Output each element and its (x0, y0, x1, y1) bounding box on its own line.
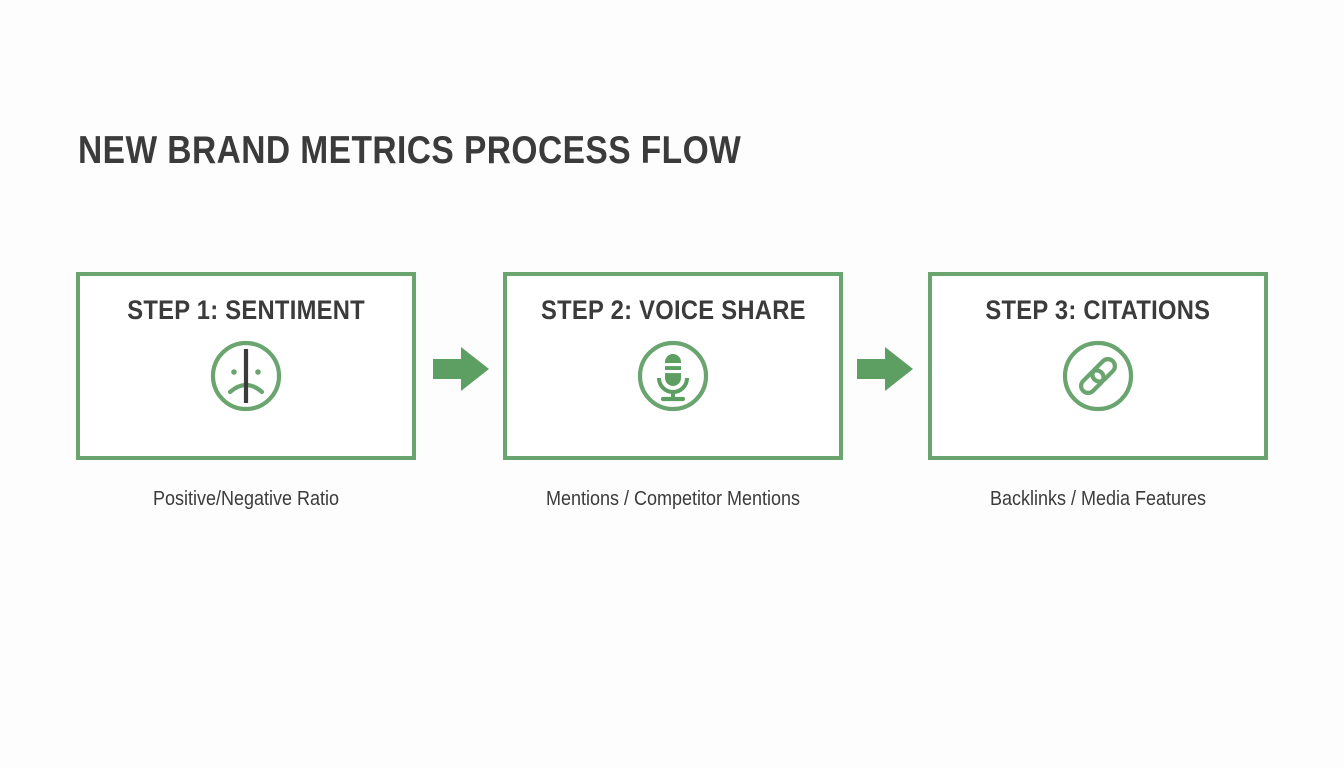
step-card-voice-share[interactable]: STEP 2: VOICE SHARE (503, 272, 843, 460)
microphone-icon (637, 340, 709, 411)
flow-step-2: STEP 2: VOICE SHARE Mentions / Competito… (503, 272, 843, 513)
step-heading: STEP 1: SENTIMENT (127, 295, 365, 325)
step-caption: Backlinks / Media Features (989, 488, 1207, 510)
flow-step-3: STEP 3: CITATIONS Backlinks / Media Feat… (928, 272, 1268, 513)
arrow-right-icon (857, 347, 913, 391)
step-caption: Positive/Negative Ratio (152, 488, 340, 510)
step-card-citations[interactable]: STEP 3: CITATIONS (928, 272, 1268, 460)
page-title: NEW BRAND METRICS PROCESS FLOW (78, 129, 742, 172)
process-flow: STEP 1: SENTIMENT Positive/Negative Rati… (0, 272, 1344, 562)
chain-link-icon (1062, 340, 1134, 411)
arrow-right-icon (433, 347, 489, 391)
step-card-sentiment[interactable]: STEP 1: SENTIMENT (76, 272, 416, 460)
step-caption: Mentions / Competitor Mentions (545, 488, 801, 510)
sentiment-face-icon (210, 340, 282, 411)
step-heading: STEP 2: VOICE SHARE (540, 295, 806, 325)
flow-step-1: STEP 1: SENTIMENT Positive/Negative Rati… (76, 272, 416, 513)
step-heading: STEP 3: CITATIONS (985, 295, 1211, 325)
